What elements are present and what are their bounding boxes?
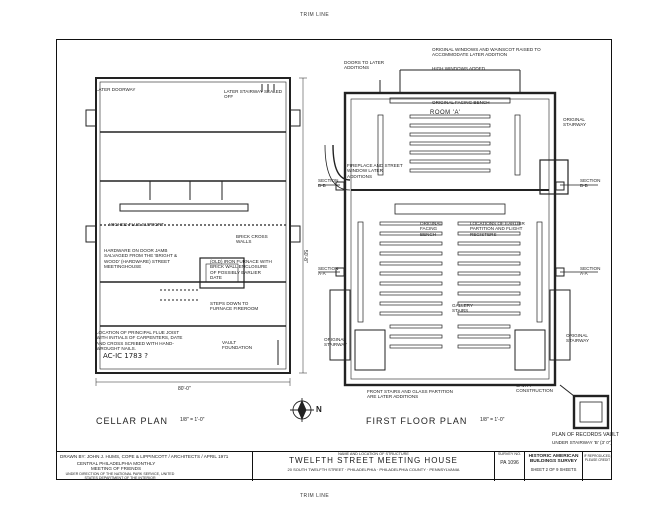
cellar-dimensions	[95, 77, 307, 386]
label-original-stairway-right-lower: ORIGINAL STAIRWAY	[566, 333, 590, 344]
label-earlier-partition: LOCATIONS OF EARLIER PARTITION AND FLIGH…	[470, 221, 525, 237]
cellar-plan-title: CELLAR PLAN	[96, 416, 169, 426]
label-records-vault-location: UNDER STAIRWAY 'B' (3' 0")	[552, 440, 612, 445]
lower-room-benches	[357, 221, 543, 349]
survey-number-header: SURVEY NO.	[497, 452, 522, 456]
label-hardware: HARDWARE ON DOOR JAMB SALVAGED FROM THE …	[104, 248, 178, 270]
room-a-label: ROOM 'A'	[430, 110, 461, 116]
label-carpenter-initials: AC-IC 1783 ?	[103, 352, 149, 360]
label-doors-later: DOORS TO LATER ADDITIONS	[344, 60, 385, 71]
label-steps-down: STEPS DOWN TO FURNACE FIREROOM	[210, 301, 259, 312]
label-front-stairs: FRONT STAIRS AND GLASS PARTITION ARE LAT…	[367, 389, 453, 400]
cellar-plan-walls	[85, 77, 301, 374]
label-orig-facing-bench-lower: ORIGINAL FACING BENCH	[420, 221, 442, 237]
label-records-vault-plan: PLAN OF RECORDS VAULT	[552, 432, 619, 438]
sheet-number: SHEET 2 OF 9 SHEETS	[530, 466, 577, 472]
label-original-stairway-right: ORIGINAL STAIRWAY	[563, 117, 587, 128]
label-cavity-construction: CAVITY CONSTRUCTION	[516, 383, 554, 394]
title-block-agency: UNDER DIRECTION OF THE NATIONAL PARK SER…	[65, 472, 175, 480]
cellar-side-dimension: 50'-8"	[302, 250, 308, 263]
section-marker-a-left: SECTION A-A	[318, 266, 339, 277]
label-later-stairway: LATER STAIRWAY SEALED OFF	[224, 89, 283, 100]
drawing-sheet-border	[56, 39, 612, 480]
trim-line-bottom: TRIM LINE	[300, 493, 330, 499]
structure-name: TWELFTH STREET MEETING HOUSE	[289, 456, 458, 466]
title-block-habs: HISTORIC AMERICAN BUILDINGS SURVEY SHEET…	[524, 452, 582, 481]
label-brick-cross-walls: BRICK CROSS WALLS	[236, 234, 268, 245]
label-arched-flue-support: ARCHED FLUE SUPPORT	[108, 222, 164, 227]
structure-location: 20 SOUTH TWELFTH STREET · PHILADELPHIA ·…	[287, 466, 460, 472]
label-original-windows: ORIGINAL WINDOWS AND WAINSCOT RAISED TO …	[432, 47, 541, 58]
title-block-survey: SURVEY NO. PA 1096	[494, 452, 524, 481]
trim-line-top: TRIM LINE	[300, 12, 330, 18]
credit-note: IF REPRODUCED, PLEASE CREDIT	[583, 454, 612, 462]
title-block-structure: NAME AND LOCATION OF STRUCTURE TWELFTH S…	[252, 452, 494, 481]
cellar-width-dimension: 80'-0"	[178, 386, 191, 392]
label-later-doorway: LATER DOORWAY	[96, 87, 136, 92]
label-original-stairway-left: ORIGINAL STAIRWAY	[324, 337, 348, 348]
label-orig-facing-bench: ORIGINAL FACING BENCH	[432, 100, 490, 105]
label-fireplace: FIREPLACE AND STREET WINDOW LATER ADDITI…	[347, 163, 403, 179]
first-floor-plan-scale: 1/8" = 1'-0"	[480, 417, 505, 423]
section-marker-a-right: SECTION A-A	[580, 266, 601, 277]
title-block-name-header: NAME AND LOCATION OF STRUCTURE	[338, 452, 409, 456]
survey-number: PA 1096	[500, 460, 519, 467]
upper-room-benches	[377, 114, 521, 176]
first-floor-walls	[324, 69, 610, 430]
title-block-sponsor: CENTRAL PHILADELPHIA MONTHLY MEETING OF …	[76, 461, 156, 472]
title-block-index: IF REPRODUCED, PLEASE CREDIT	[582, 452, 612, 481]
section-marker-b-left: SECTION B-B	[318, 178, 339, 189]
title-block-drawn-by: DRAWN BY: JOHN J. HUMS, COPE & LIPPINCOT…	[60, 454, 229, 459]
first-floor-plan-title: FIRST FLOOR PLAN	[366, 416, 468, 426]
label-lintel-initials: LOCATION OF PRINCIPAL FLUE JOIST WITH IN…	[96, 330, 183, 352]
habs-name: HISTORIC AMERICAN BUILDINGS SURVEY	[528, 454, 579, 465]
north-arrow-label: N	[316, 405, 322, 414]
label-vault-foundation: VAULT FOUNDATION	[222, 340, 253, 351]
label-iron-furnace: (OLD) IRON FURNACE WITH BRICK WALL ENCLO…	[210, 259, 272, 281]
section-markers	[318, 184, 598, 273]
title-block: DRAWN BY: JOHN J. HUMS, COPE & LIPPINCOT…	[56, 451, 612, 481]
label-high-windows: HIGH WINDOWS ADDED	[432, 66, 486, 71]
north-arrow-symbol	[290, 398, 314, 422]
label-gallery-stairs: GALLERY STAIRS	[452, 303, 474, 314]
section-marker-b-right: SECTION B-B	[580, 178, 601, 189]
cellar-plan-scale: 1/8" = 1'-0"	[180, 417, 205, 423]
